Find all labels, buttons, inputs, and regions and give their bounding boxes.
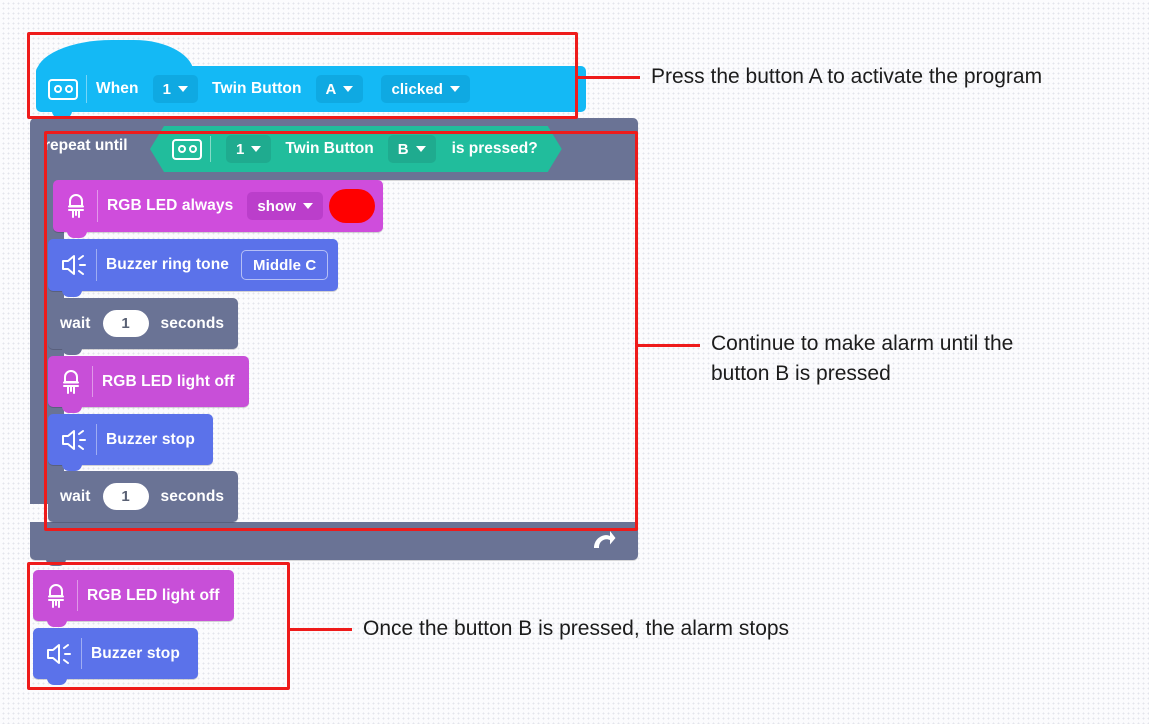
condition-port-value: 1 [236,140,245,158]
divider [81,638,82,669]
block-buzzer-ring-tone[interactable]: Buzzer ring tone Middle C [48,239,339,297]
speaker-icon [43,640,73,668]
condition-device-label: Twin Button [285,140,374,157]
event-hat-block-when-twin-button-clicked[interactable]: When 1 Twin Button A clicked [36,40,586,118]
repeat-footer[interactable] [30,522,638,566]
seconds-label: seconds [160,314,225,332]
repeat-until-label: repeat until [44,137,128,154]
chevron-down-icon [251,146,261,152]
tone-field[interactable]: Middle C [241,250,329,280]
buzzer-stop-final-label: Buzzer stop [91,644,180,662]
annotation-note-3: Once the button B is pressed, the alarm … [363,617,790,640]
block-wait-seconds-2[interactable]: wait 1 seconds [48,471,239,522]
condition-twin-button-is-pressed[interactable]: 1 Twin Button B is pressed? [150,126,562,172]
divider [77,580,78,611]
device-label: Twin Button [212,80,302,97]
seconds-label: seconds [160,487,225,505]
button-value: A [325,80,337,98]
port-value: 1 [162,80,172,98]
chevron-down-icon [450,86,461,92]
speaker-icon [58,251,88,279]
chevron-down-icon [303,203,314,209]
chevron-down-icon [178,86,189,92]
divider [86,75,87,103]
hat-block-body[interactable]: When 1 Twin Button A clicked [36,66,586,118]
leader-line-3 [290,628,352,631]
block-wait-seconds-1[interactable]: wait 1 seconds [48,298,239,355]
button-dropdown[interactable]: A [315,75,364,103]
divider [96,424,97,455]
rgb-led-always-label: RGB LED always [107,197,234,214]
block-rgb-led-always-show[interactable]: RGB LED always show [53,180,384,238]
event-dropdown[interactable]: clicked [381,75,471,103]
condition-button-dropdown[interactable]: B [388,135,436,163]
divider [97,190,98,222]
condition-port-dropdown[interactable]: 1 [226,135,271,163]
led-mode-value: show [257,197,297,215]
condition-text: is pressed? [451,140,538,157]
color-swatch-red[interactable] [329,189,376,223]
divider [96,249,97,281]
annotation-note-1: Press the button A to activate the progr… [651,65,1043,88]
wait-value-input[interactable]: 1 [102,310,149,337]
divider [210,136,211,163]
repeat-until-header[interactable]: repeat until 1 Twin Button B is pressed? [30,118,638,180]
buzzer-ring-tone-label: Buzzer ring tone [106,256,230,273]
rgb-led-light-off-final-label: RGB LED light off [87,586,220,604]
block-rgb-led-light-off[interactable]: RGB LED light off [48,356,249,413]
led-icon [58,368,84,396]
wait-value: 1 [121,315,130,332]
wait-label: wait [60,314,91,332]
wait-label: wait [60,487,91,505]
buzzer-stop-label: Buzzer stop [106,430,195,448]
port-dropdown[interactable]: 1 [152,75,199,103]
leader-line-2 [638,344,700,347]
led-icon [63,192,89,220]
block-buzzer-stop-final[interactable]: Buzzer stop [33,628,198,685]
loop-arrow-icon [590,529,616,558]
twin-button-board-icon [172,139,202,160]
leader-line-1 [578,76,640,79]
wait-value-input[interactable]: 1 [102,483,149,510]
divider [92,366,93,397]
wait-value: 1 [121,488,130,505]
tone-value: Middle C [253,256,317,274]
annotation-note-2: Continue to make alarm until the button … [711,332,1014,385]
led-icon [43,582,69,610]
chevron-down-icon [416,146,426,152]
rgb-led-light-off-label: RGB LED light off [102,372,235,390]
speaker-icon [58,426,88,454]
chevron-down-icon [343,86,354,92]
when-label: When [96,80,139,97]
block-rgb-led-light-off-final[interactable]: RGB LED light off [33,570,234,627]
block-buzzer-stop[interactable]: Buzzer stop [48,414,213,471]
twin-button-board-icon [48,78,78,100]
event-value: clicked [391,80,444,98]
led-mode-dropdown[interactable]: show [247,192,324,220]
condition-button-value: B [397,140,409,158]
